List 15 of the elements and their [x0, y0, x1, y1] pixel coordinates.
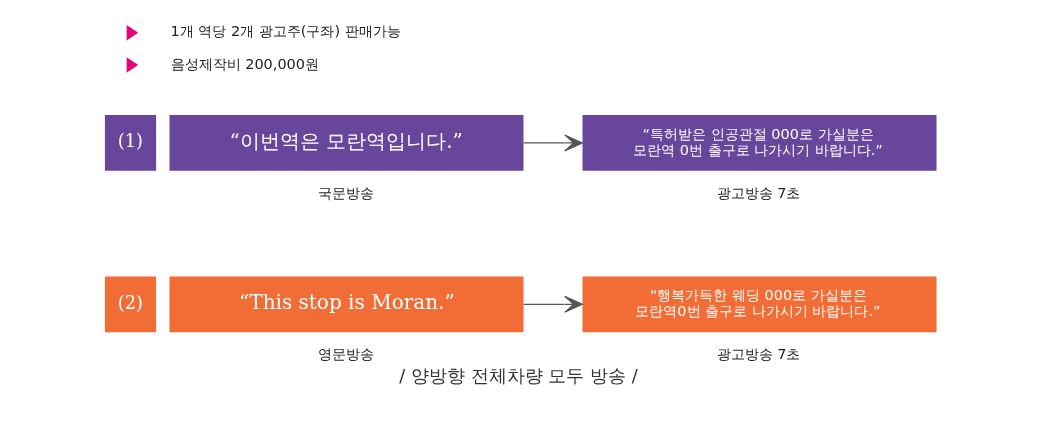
arrow	[522, 134, 583, 152]
label: 음성제작비 200,000원	[170, 55, 319, 72]
node-box: “특허받은 인공관절 000로 가실분은 모란역 0번 출구로 나가시기 바랍니다.”	[582, 115, 936, 171]
node-label: 영문방송	[317, 346, 374, 363]
node-label: 광고방송 7초	[716, 346, 800, 363]
node-box: “행복가득한 웨딩 000로 가실분은 모란역0번 출구로 나가시기 바랍니다.”	[582, 276, 936, 333]
node-box: “이번역은 모란역입니다.”	[169, 115, 523, 171]
node-box: “This stop is Moran.”	[169, 276, 523, 333]
label: 1개 역당 2개 광고주(구좌) 판매가능	[170, 23, 401, 40]
caption: / 양방향 전체차량 모두 방송 /	[398, 365, 638, 387]
node-label: 국문방송	[317, 184, 374, 201]
node-box: (1)	[104, 115, 156, 171]
node-label: 광고방송 7초	[716, 184, 800, 201]
arrow	[522, 295, 583, 313]
node-box: (2)	[104, 276, 156, 333]
